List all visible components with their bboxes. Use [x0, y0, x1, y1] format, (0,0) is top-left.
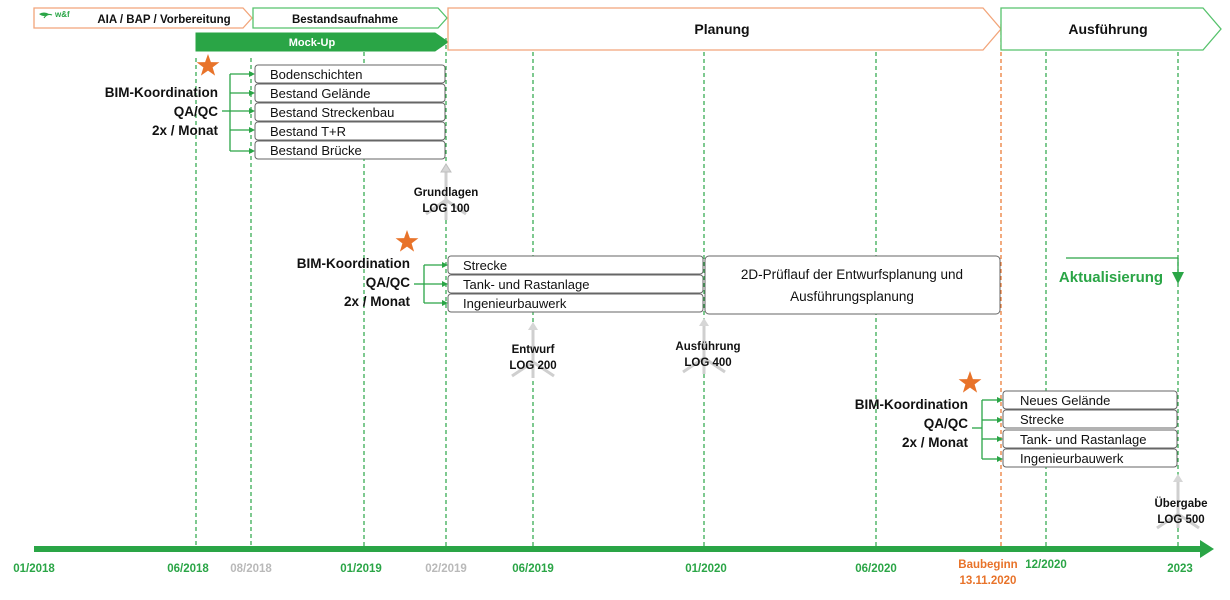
coord-label-3-line2: QA/QC — [924, 416, 969, 431]
timeline-labels: 01/2018 06/2018 08/2018 01/2019 02/2019 … — [13, 559, 1193, 587]
item-label: Bodenschichten — [270, 67, 363, 82]
item-label: Bestand Brücke — [270, 143, 362, 158]
date-label: 01/2019 — [340, 563, 382, 575]
phase-label-planung: Planung — [694, 21, 749, 37]
milestone-entwurf: Entwurf LOG 200 — [509, 322, 557, 378]
milestone-uebergabe: Übergabe LOG 500 — [1154, 474, 1208, 530]
coord-label-1-line2: QA/QC — [174, 104, 219, 119]
review-box: 2D-Prüflauf der Entwurfsplanung und Ausf… — [704, 255, 1001, 315]
item-label: Neues Gelände — [1020, 393, 1110, 408]
update-label: Aktualisierung — [1059, 269, 1163, 286]
coord-label-2-line3: 2x / Monat — [344, 294, 411, 309]
coord-label-2-line2: QA/QC — [366, 275, 411, 290]
milestone-label-line2: LOG 100 — [422, 203, 469, 215]
item-label: Tank- und Rastanlage — [463, 277, 589, 292]
phase-arrow-vorbereitung: w&f AIA / BAP / Vorbereitung — [33, 7, 253, 29]
phase-arrow-planung: Planung — [447, 7, 1002, 51]
coord-label-2-line1: BIM-Koordination — [297, 256, 410, 271]
milestone-marker-icon — [1156, 474, 1200, 530]
phase-arrow-bestandsaufnahme: Bestandsaufnahme — [252, 7, 448, 29]
connector-bracket-2 — [414, 262, 448, 306]
milestone-label-line2: LOG 200 — [509, 360, 556, 372]
list-item: Bestand T+R — [254, 121, 446, 141]
milestone-ausfuehrung: Ausführung LOG 400 — [675, 318, 741, 374]
milestone-marker-icon — [425, 163, 467, 220]
item-label: Bestand Streckenbau — [270, 105, 394, 120]
item-label: Bestand T+R — [270, 124, 346, 139]
item-label: Strecke — [463, 258, 507, 273]
date-sublabel: 13.11.2020 — [960, 575, 1017, 587]
list-item: Ingenieurbauwerk — [447, 293, 704, 313]
coord-label-1-line3: 2x / Monat — [152, 123, 219, 138]
list-item: Tank- und Rastanlage — [447, 274, 704, 294]
list-item: Bestand Gelände — [254, 83, 446, 103]
phase-arrow-mockup: Mock-Up — [195, 32, 449, 52]
milestone-label-line1: Grundlagen — [414, 187, 479, 199]
review-box-line2: Ausführungsplanung — [790, 289, 914, 304]
item-label: Strecke — [1020, 412, 1064, 427]
list-item: Bodenschichten — [254, 64, 446, 84]
date-label: 01/2018 — [13, 563, 55, 575]
coord-group-2: BIM-Koordination QA/QC 2x / Monat Streck… — [297, 230, 704, 313]
date-label: 08/2018 — [230, 563, 272, 575]
connector-bracket-3 — [972, 397, 1003, 462]
milestone-label-line1: Entwurf — [512, 344, 555, 356]
arrow-right-icon — [1200, 540, 1214, 558]
star-icon — [958, 371, 982, 393]
list-item: Strecke — [447, 255, 704, 275]
milestone-label-line2: LOG 400 — [684, 357, 731, 369]
date-label: 06/2020 — [855, 563, 897, 575]
coord-label-3-line1: BIM-Koordination — [855, 397, 968, 412]
date-label: 2023 — [1167, 563, 1193, 575]
coord-group-3: BIM-Koordination QA/QC 2x / Monat Neues … — [855, 371, 1178, 468]
list-item: Tank- und Rastanlage — [1002, 429, 1178, 449]
date-label: 06/2019 — [512, 563, 554, 575]
date-label: Baubeginn — [958, 559, 1017, 571]
milestone-label-line2: LOG 500 — [1157, 514, 1204, 526]
review-box-line1: 2D-Prüflauf der Entwurfsplanung und — [741, 267, 963, 282]
list-item: Bestand Streckenbau — [254, 102, 446, 122]
leaf-logo-icon — [39, 12, 53, 19]
milestone-grundlagen: Grundlagen LOG 100 — [414, 163, 479, 220]
item-label: Tank- und Rastanlage — [1020, 432, 1146, 447]
milestone-label-line1: Ausführung — [675, 341, 740, 353]
phase-label-ausfuehrung: Ausführung — [1068, 21, 1147, 37]
coord-label-3-line3: 2x / Monat — [902, 435, 969, 450]
item-label: Ingenieurbauwerk — [463, 296, 567, 311]
milestone-label-line1: Übergabe — [1154, 497, 1207, 510]
date-label: 01/2020 — [685, 563, 727, 575]
item-label: Ingenieurbauwerk — [1020, 451, 1124, 466]
date-label: 02/2019 — [425, 563, 467, 575]
phase-arrow-ausfuehrung: Ausführung — [1000, 7, 1222, 51]
timeline-axis — [34, 540, 1214, 558]
star-icon — [395, 230, 419, 252]
item-label: Bestand Gelände — [270, 86, 370, 101]
list-item: Ingenieurbauwerk — [1002, 448, 1178, 468]
list-item: Strecke — [1002, 409, 1178, 429]
coord-group-1: BIM-Koordination QA/QC 2x / Monat Bodens… — [105, 54, 446, 160]
milestone-marker-icon — [511, 322, 555, 378]
list-item: Neues Gelände — [1002, 390, 1178, 410]
list-item: Bestand Brücke — [254, 140, 446, 160]
phase-label-vorbereitung: AIA / BAP / Vorbereitung — [97, 14, 230, 26]
phase-label-bestandsaufnahme: Bestandsaufnahme — [292, 14, 398, 26]
update-indicator: Aktualisierung — [1059, 257, 1184, 286]
star-icon — [196, 54, 220, 76]
arrow-down-icon — [1172, 272, 1184, 284]
coord-label-1-line1: BIM-Koordination — [105, 85, 218, 100]
connector-bracket-1 — [222, 71, 255, 154]
logo-text: w&f — [54, 10, 70, 19]
date-label: 06/2018 — [167, 563, 209, 575]
phase-label-mockup: Mock-Up — [289, 37, 336, 49]
milestone-marker-icon — [682, 318, 726, 374]
date-label: 12/2020 — [1025, 559, 1067, 571]
